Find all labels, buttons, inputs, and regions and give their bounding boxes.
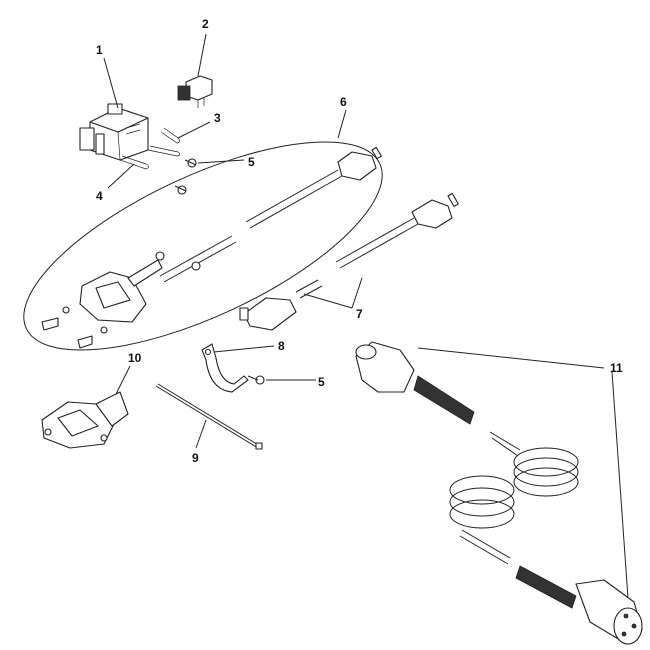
callout-9: 9 — [192, 451, 199, 465]
callout-7: 7 — [356, 307, 363, 321]
callout-10: 10 — [128, 351, 142, 365]
part-5-screw-clamp — [247, 375, 265, 385]
part-5-screw-lower — [174, 185, 187, 195]
callout-5-lower: 5 — [318, 375, 325, 389]
callout-6: 6 — [340, 95, 347, 109]
part-5-screw-top — [184, 158, 197, 168]
part-2-toggle-switch — [177, 75, 213, 108]
part-10-receptacle — [41, 391, 129, 449]
callout-3: 3 — [214, 111, 221, 125]
callout-1: 1 — [96, 43, 103, 57]
callout-4: 4 — [96, 189, 103, 203]
callout-2: 2 — [202, 17, 209, 31]
part-7-harness-plug — [239, 192, 459, 331]
part-9-cable-tie — [155, 383, 263, 450]
leader-lines — [103, 33, 629, 599]
part-1-switch-block — [79, 103, 149, 161]
callout-numbers: 1 2 3 4 5 6 7 8 9 10 11 5 — [96, 17, 623, 465]
callout-5-top: 5 — [248, 155, 255, 169]
callout-8: 8 — [278, 339, 285, 353]
part-11-coiled-cable — [355, 341, 643, 645]
part-3-pin — [147, 127, 181, 157]
part-8-clamp — [201, 343, 249, 393]
part-6-harness-assembly — [23, 141, 383, 351]
part-4-pin — [119, 155, 149, 170]
callout-11: 11 — [610, 361, 623, 375]
